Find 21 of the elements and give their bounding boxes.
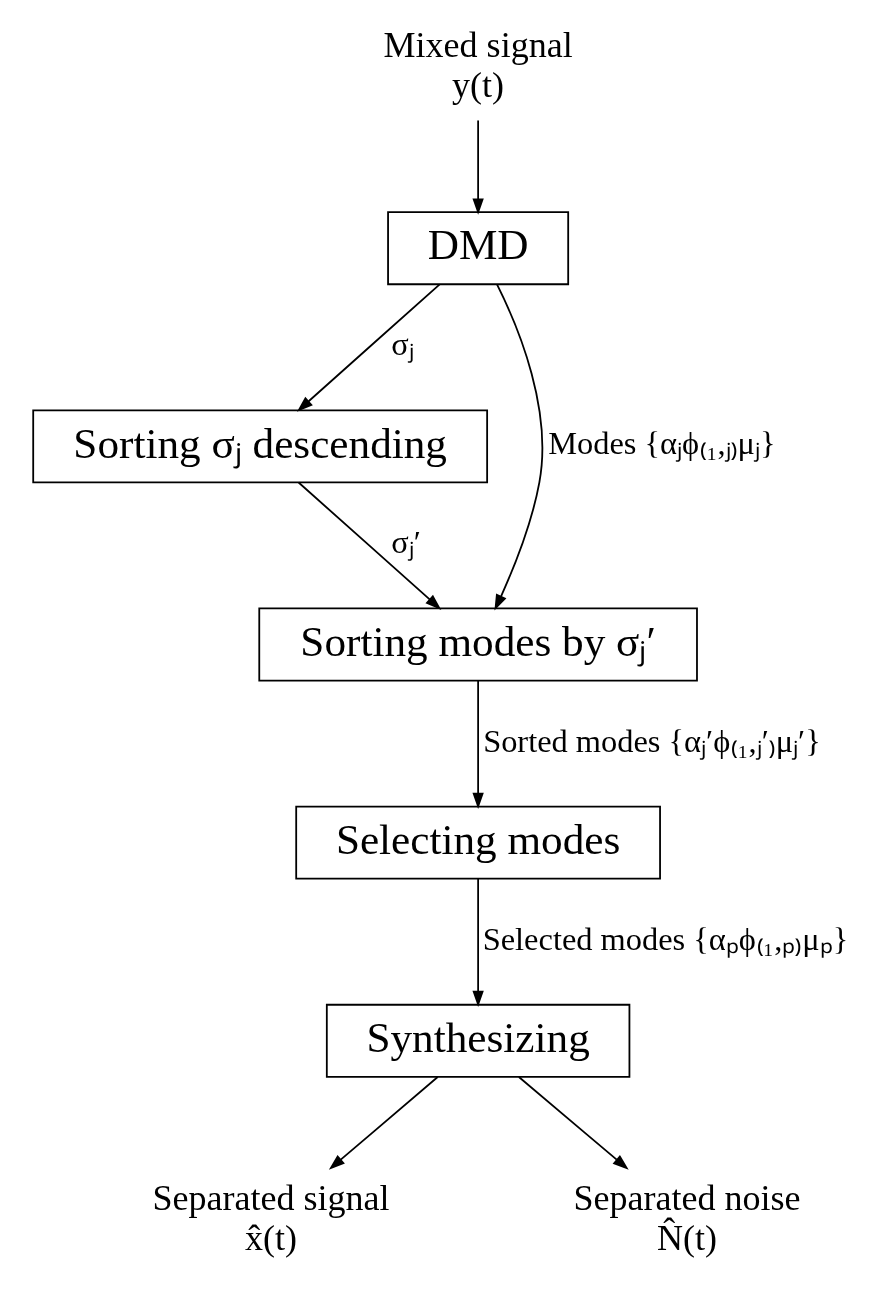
- edge-label: Modes {αⱼϕ₍₁,ⱼ₎μⱼ}: [547, 425, 775, 462]
- node-text: Mixed signal y(t): [383, 25, 573, 105]
- node-box: DMD: [386, 211, 569, 286]
- edge-label: Selected modes {αₚϕ₍₁,ₚ₎μₚ}: [482, 920, 848, 957]
- arrow: [471, 119, 484, 215]
- arrow: [296, 283, 441, 412]
- arrow: [328, 1076, 439, 1170]
- node-box: Sorting σⱼ descending: [31, 409, 488, 484]
- arrow: [297, 481, 441, 610]
- node-box: Synthesizing: [325, 1003, 630, 1078]
- node-box: Sorting modes by σⱼ′: [257, 607, 698, 682]
- edge-label: Sorted modes {αⱼ′ϕ₍₁,ⱼ′₎μⱼ′}: [482, 722, 821, 759]
- arrow: [471, 877, 484, 1008]
- arrow: [517, 1076, 629, 1170]
- arrow: [493, 283, 543, 611]
- node-text: Separated noise N̂(t): [573, 1178, 801, 1258]
- arrow: [471, 679, 484, 809]
- edge-label: σⱼ: [390, 326, 414, 363]
- edge-label: σⱼ′: [390, 524, 421, 561]
- node-text: Separated signal x̂(t): [151, 1178, 389, 1258]
- node-box: Selecting modes: [294, 805, 661, 880]
